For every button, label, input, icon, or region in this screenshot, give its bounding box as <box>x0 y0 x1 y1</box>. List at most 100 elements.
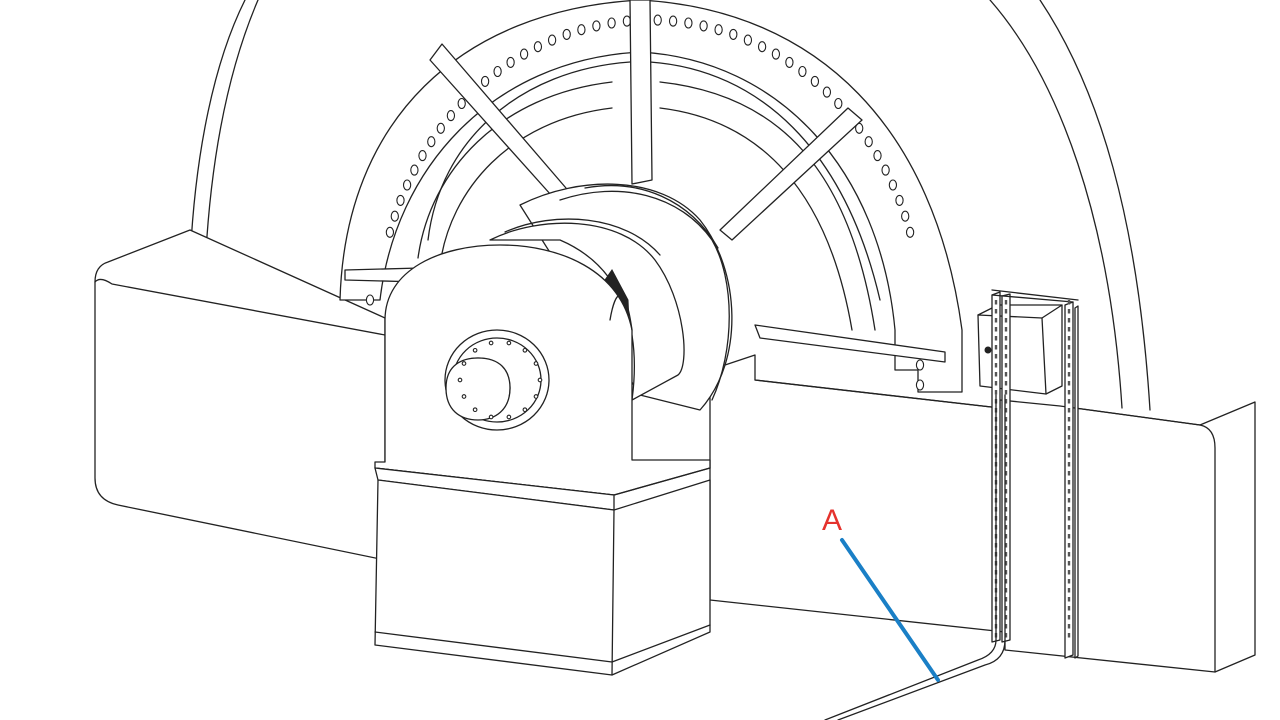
bolt-hole <box>714 24 723 36</box>
outer-housing <box>189 0 1151 411</box>
rail-slot <box>1004 489 1008 494</box>
shaft-bolt <box>533 361 539 366</box>
callout-a: A <box>822 504 940 682</box>
rail-slot <box>994 372 998 377</box>
rail-slot <box>1067 525 1071 530</box>
rail-slot <box>994 300 998 305</box>
bolt-hole <box>547 34 557 46</box>
bolt-hole <box>684 17 693 29</box>
bolt-hole <box>757 41 767 53</box>
rail-slot <box>1067 570 1071 575</box>
rail-slot <box>1067 552 1071 557</box>
bolt-hole <box>385 226 395 238</box>
rail-slot <box>1004 534 1008 539</box>
rail-slot <box>1067 408 1071 413</box>
rail-slot <box>994 390 998 395</box>
rail-slot <box>1067 399 1071 404</box>
rail-slot <box>1004 408 1008 413</box>
bolt-hole <box>592 20 601 32</box>
bolt-hole <box>622 15 632 27</box>
rail-slot <box>1067 345 1071 350</box>
rail-slot <box>1067 516 1071 521</box>
rail-slot <box>1004 579 1008 584</box>
rail-slot <box>1067 633 1071 638</box>
rail-slot <box>994 345 998 350</box>
rail-slot <box>994 336 998 341</box>
rail-slot <box>994 381 998 386</box>
rail-slot <box>1004 453 1008 458</box>
bolt-hole <box>901 210 910 222</box>
rail-slot <box>1004 552 1008 557</box>
rail-slot <box>1067 381 1071 386</box>
rail-slot <box>1004 633 1008 638</box>
rail-slot <box>1067 462 1071 467</box>
bolt-hole <box>418 150 427 162</box>
shaft-end <box>444 329 550 431</box>
bolt-hole <box>668 15 678 27</box>
shaft-bolt <box>461 361 467 366</box>
rail-slot <box>994 318 998 323</box>
bolt-hole <box>881 164 890 176</box>
bolt-hole <box>653 14 662 26</box>
rail-slot <box>1067 579 1071 584</box>
bolt-hole <box>915 359 925 371</box>
bolt-hole <box>396 194 405 206</box>
bolt-hole <box>457 97 466 110</box>
rail-slot <box>1004 471 1008 476</box>
bolt-hole <box>785 56 794 68</box>
rail-slot <box>1067 507 1071 512</box>
rail-slot <box>1004 381 1008 386</box>
bolt-hole <box>427 136 436 148</box>
rail-slot <box>1067 489 1071 494</box>
rail-slot <box>1004 543 1008 548</box>
rail-slot <box>1004 561 1008 566</box>
rail-slot <box>1067 390 1071 395</box>
rail-slot <box>1067 561 1071 566</box>
rail-slot <box>1067 426 1071 431</box>
rail-slot <box>1004 300 1008 305</box>
rail-slot <box>1004 417 1008 422</box>
rail-slot <box>1067 363 1071 368</box>
floor-cable-conduit <box>824 394 1006 720</box>
bolt-hole <box>446 110 456 122</box>
bolt-hole <box>888 179 898 191</box>
rail-slot <box>1067 318 1071 323</box>
bolt-hole <box>607 17 616 29</box>
bolt-hole <box>822 86 832 98</box>
rail-slot <box>1004 435 1008 440</box>
bolt-hole <box>834 97 843 110</box>
rail-slot <box>1004 399 1008 404</box>
rail-slot <box>1004 444 1008 449</box>
rail-slot <box>1067 480 1071 485</box>
callout-label: A <box>822 504 842 537</box>
bolt-hole <box>390 210 399 222</box>
electrical-cabinet <box>977 304 1063 395</box>
rail-slot <box>1004 354 1008 359</box>
rail-slot <box>1067 534 1071 539</box>
bolt-hole <box>743 34 753 46</box>
rail-slot <box>1004 309 1008 314</box>
rail-slot <box>1004 480 1008 485</box>
rail-slot <box>1004 624 1008 629</box>
rail-slot <box>994 309 998 314</box>
shaft-bolt <box>488 340 494 346</box>
rail-slot <box>1067 624 1071 629</box>
rail-slot <box>1067 336 1071 341</box>
rail-slot <box>1004 588 1008 593</box>
rail-slot <box>1004 336 1008 341</box>
shaft-bolt <box>488 414 494 420</box>
shaft-bolt <box>533 394 539 399</box>
shaft-bolt <box>457 377 463 383</box>
shaft-bolt <box>461 394 467 399</box>
bolt-hole <box>402 179 412 191</box>
bolt-hole <box>506 56 515 68</box>
shaft-bolt <box>522 407 528 413</box>
rail-slot <box>1004 570 1008 575</box>
rail-slot <box>1004 363 1008 368</box>
rail-slot <box>994 363 998 368</box>
bolt-hole <box>562 28 571 40</box>
rail-slot <box>1067 597 1071 602</box>
right-foundation-slab <box>709 354 1256 673</box>
bolt-hole <box>365 294 375 306</box>
bolt-hole <box>915 379 925 391</box>
